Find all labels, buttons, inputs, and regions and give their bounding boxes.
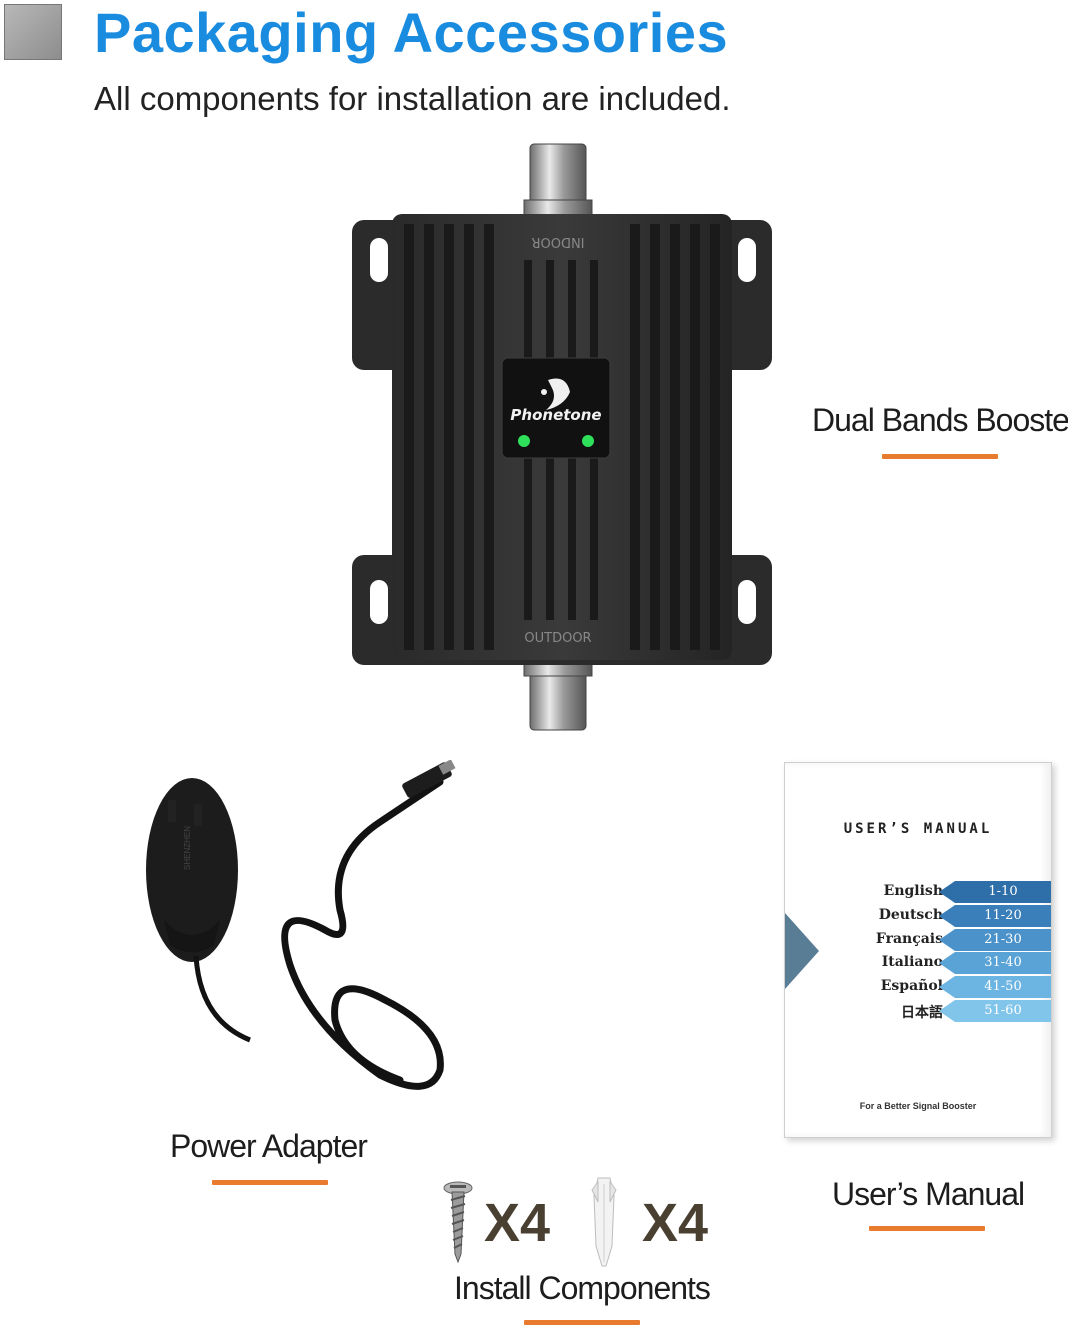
manual-section-lang: Français [875, 931, 943, 947]
manual-section-pages: 41-50 [939, 976, 1051, 998]
manual-section-row: Français 21-30 [785, 929, 1051, 951]
booster-label-underline [882, 454, 998, 459]
booster-svg: INDOOR OUTDOOR Phonetone [352, 143, 772, 731]
manual-section-row: Español 41-50 [785, 976, 1051, 998]
manual-section-row: Deutsch 11-20 [785, 905, 1051, 927]
port-outdoor-label: OUTDOOR [524, 631, 591, 646]
manual-section-row: English 1-10 [785, 881, 1051, 903]
install-label: Install Components [454, 1270, 711, 1306]
header-square-icon [4, 4, 62, 60]
manual-section-row: 日本語 51-60 [785, 1000, 1051, 1022]
phonetone-logo-icon [546, 378, 570, 410]
manual-label-underline [869, 1226, 985, 1231]
manual-section-pages: 21-30 [939, 929, 1051, 951]
manual-section-lang: Deutsch [878, 907, 943, 923]
manual-section-pages: 51-60 [939, 1000, 1051, 1022]
manual-section-lang: English [883, 883, 943, 899]
page-subtitle: All components for installation are incl… [94, 80, 731, 117]
manual-section-row: Italiano 31-40 [785, 952, 1051, 974]
manual-section-lang: Español [880, 978, 943, 994]
adapter-label-underline [212, 1180, 328, 1185]
user-manual-image: USER’S MANUAL English 1-10 Deutsch 11-20… [784, 762, 1052, 1138]
screw-quantity: X4 [484, 1193, 551, 1253]
manual-cover-graphic [785, 913, 819, 989]
manual-section-lang: Italiano [881, 954, 943, 970]
led-indicator-icon [582, 435, 594, 447]
manual-footer: For a Better Signal Booster [859, 1101, 977, 1111]
brand-name: Phonetone [510, 406, 601, 424]
adapter-svg: SHENZHEN [146, 760, 456, 1090]
manual-section-pages: 31-40 [939, 952, 1051, 974]
install-label-underline [524, 1320, 640, 1325]
screw-icon [442, 1180, 474, 1264]
booster-device-image: INDOOR OUTDOOR Phonetone [352, 140, 772, 740]
adapter-marking: SHENZHEN [183, 826, 192, 870]
wall-anchor-icon [584, 1176, 624, 1268]
power-adapter-image: SHENZHEN [140, 760, 470, 1110]
manual-section-lang: 日本語 [901, 1005, 943, 1021]
manual-section-pages: 1-10 [939, 881, 1051, 903]
port-indoor-label: INDOOR [531, 234, 584, 249]
page-title: Packaging Accessories [94, 1, 729, 64]
manual-label: User’s Manual [832, 1176, 1025, 1212]
led-indicator-icon [518, 435, 530, 447]
anchor-quantity: X4 [642, 1193, 709, 1253]
adapter-label: Power Adapter [170, 1128, 368, 1164]
booster-label: Dual Bands Booster [812, 402, 1068, 438]
manual-section-pages: 11-20 [939, 905, 1051, 927]
manual-title: USER’S MANUAL [843, 821, 993, 837]
